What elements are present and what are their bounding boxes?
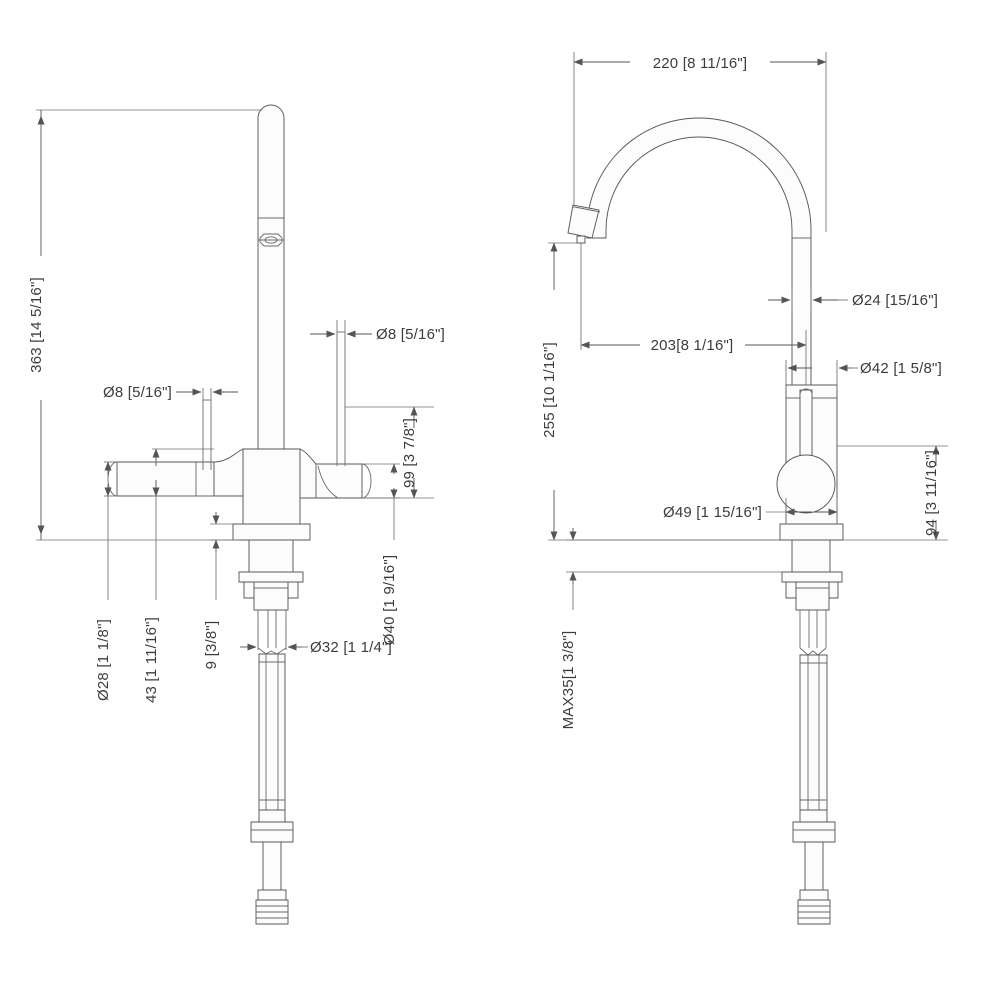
dim-body-height: 94 [3 11/16"]: [837, 445, 948, 541]
deck-plate-side: [779, 523, 844, 541]
dim-label-handle-height: 99 [3 7/8"]: [401, 418, 418, 488]
supply-tubes-side: [799, 610, 827, 648]
hose-nut-side: [792, 821, 836, 843]
dim-label-handle-reach: 43 [1 11/16"]: [143, 617, 160, 703]
mount-washer-front: [238, 571, 304, 583]
dim-base-dia: Ø49 [1 15/16"]: [663, 498, 838, 524]
left-lever-pin: [202, 400, 212, 470]
dim-label-base-dia: Ø49 [1 15/16"]: [663, 504, 762, 521]
side-faucet-body: [567, 117, 844, 925]
left-handle-cap: [107, 461, 118, 497]
dim-max-deck-thk: MAX35[1 3/8"]: [560, 528, 782, 729]
tail-collar-side: [799, 889, 829, 901]
dim-base-plate-thk: 9 [3/8"]: [203, 512, 233, 669]
right-handle-contour: [317, 465, 339, 499]
spout-tip-side: [567, 204, 600, 239]
dim-label-spout-reach: 203[8 1/16"]: [651, 337, 734, 354]
right-lever-pin: [336, 332, 346, 466]
dim-spout-span: 220 [8 11/16"]: [573, 52, 827, 232]
spout-tip-seam: [574, 206, 601, 213]
mount-bolt-left-side: [785, 581, 798, 599]
dim-label-spout-tube-dia: Ø24 [15/16"]: [852, 292, 938, 309]
tail-tube-side: [804, 841, 824, 891]
left-handle-arm: [116, 461, 215, 497]
dim-handle-reach: 43 [1 11/16"]: [143, 448, 214, 703]
spout-column-front: [257, 104, 285, 541]
end-fitting-threads: [256, 905, 288, 919]
dim-label-handle-body-dia: Ø40 [1 9/16"]: [381, 555, 398, 645]
dim-spout-tube-dia: Ø24 [15/16"]: [768, 290, 938, 310]
right-handle-cap: [361, 463, 372, 499]
spout-collar-detail: [259, 233, 283, 247]
right-handle-taper: [299, 448, 317, 499]
front-faucet-body: [107, 104, 372, 925]
gooseneck-arc-side: [586, 117, 812, 541]
spout-aerator-side: [576, 235, 586, 244]
shank-side: [791, 539, 831, 573]
hose-ferrule-side: [799, 809, 828, 823]
dim-label-handle-pin-right: Ø8 [5/16"]: [376, 326, 445, 343]
side-view-group: 220 [8 11/16"] Ø24 [15/16"] 203[8 1/16"]: [541, 52, 948, 925]
hose-nut-front: [250, 821, 294, 843]
dim-label-spout-span: 220 [8 11/16"]: [653, 55, 748, 72]
dim-label-spout-height: 255 [10 1/16"]: [541, 342, 558, 438]
dim-label-handle-pin-left: Ø8 [5/16"]: [103, 384, 172, 401]
dim-shank-dia: Ø32 [1 1/4"]: [240, 620, 392, 656]
dim-handle-pin-left: Ø8 [5/16"]: [103, 384, 238, 401]
dim-column-dia: Ø42 [1 5/8"]: [785, 360, 942, 390]
mount-nut-side: [795, 581, 830, 611]
dim-label-column-dia: Ø42 [1 5/8"]: [860, 360, 942, 377]
dim-label-max-deck-thk: MAX35[1 3/8"]: [560, 631, 577, 730]
dim-label-shank-dia: Ø32 [1 1/4"]: [310, 639, 392, 656]
hose-inner-lines: [265, 654, 279, 810]
supply-tube-transition: [257, 647, 287, 655]
hose-ferrule: [258, 809, 286, 823]
deck-plate-front: [232, 523, 311, 541]
spout-collar-ring: [264, 236, 278, 244]
tail-tube-front: [262, 841, 282, 891]
front-view-group: 363 [14 5/16"] Ø8 [5/16"] Ø8 [5/16"] 99 …: [28, 104, 445, 925]
dim-spout-reach: 203[8 1/16"]: [580, 243, 807, 385]
mount-nut-front: [253, 581, 289, 611]
tail-collar-front: [257, 889, 287, 901]
hose-front: [258, 653, 286, 811]
dim-handle-height: 99 [3 7/8"]: [345, 406, 434, 499]
hose-inner-lines-side: [807, 655, 820, 810]
end-fitting-threads-side: [798, 905, 830, 919]
supply-tubes-upper: [257, 610, 287, 648]
handle-hub-circle-side: [776, 454, 836, 514]
left-handle-taper: [213, 448, 244, 497]
dim-handle-pin-right: Ø8 [5/16"]: [310, 320, 445, 343]
dim-label-height-overall: 363 [14 5/16"]: [28, 277, 45, 373]
shank-front: [248, 539, 294, 573]
dim-spout-height: 255 [10 1/16"]: [541, 242, 780, 541]
dim-spout-base-dia: Ø28 [1 1/8"]: [95, 461, 117, 701]
dim-label-body-height: 94 [3 11/16"]: [923, 450, 940, 536]
dim-label-base-plate-thk: 9 [3/8"]: [203, 621, 220, 670]
supply-transition-side: [799, 647, 827, 656]
mount-washer-side: [781, 571, 843, 583]
dim-label-spout-base-dia: Ø28 [1 1/8"]: [95, 619, 112, 701]
hose-side: [799, 654, 828, 811]
dim-handle-body-dia: Ø40 [1 9/16"]: [362, 463, 400, 645]
handle-lever-top-side: [799, 388, 813, 395]
dim-height-overall: 363 [14 5/16"]: [28, 109, 262, 541]
